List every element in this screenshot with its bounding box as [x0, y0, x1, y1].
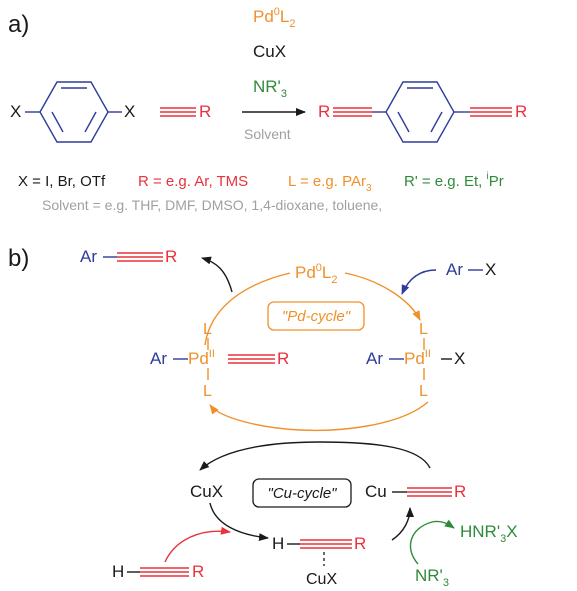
legend-r: R = e.g. Ar, TMS — [138, 173, 248, 190]
cu-cycle-label: "Cu-cycle" — [268, 485, 338, 502]
legend-l: L = e.g. PAr3 — [288, 173, 372, 194]
terminal-alkyne-r: R — [192, 562, 204, 581]
reductive-elimination-arrow — [201, 256, 233, 293]
pi-complex-alkyne — [300, 539, 352, 549]
substrate-x-left: X — [10, 102, 21, 121]
alkyne-reagent — [160, 107, 196, 117]
pi-complex-h: H — [272, 534, 284, 553]
ammonium-salt: HNR'3X — [460, 522, 518, 545]
pd-right-l-bottom: L — [419, 383, 428, 400]
pd0-complex: Pd0L2 — [295, 262, 338, 286]
product-alkyne-left — [333, 107, 372, 117]
pi-complex-r: R — [354, 534, 366, 553]
product-r-left: R — [318, 102, 330, 121]
reagent-solvent: Solvent — [244, 126, 291, 142]
cu-acetylide-r: R — [454, 482, 466, 501]
product-alkyne-right — [470, 107, 512, 117]
cu-acetylide-cu: Cu — [365, 482, 387, 501]
benzene-ring-product — [385, 81, 455, 143]
pi-complex-cux: CuX — [306, 571, 337, 588]
solvent-line: Solvent = e.g. THF, DMF, DMSO, 1,4-dioxa… — [42, 197, 382, 213]
pd-left-r: R — [277, 349, 289, 368]
arx-x: X — [485, 260, 496, 279]
cu-cycle-arc-bottom — [391, 507, 414, 541]
cycle-product-alkyne — [117, 252, 163, 262]
pd-right-ar: Ar — [366, 349, 383, 368]
pd-left-pd: PdII — [188, 348, 215, 368]
part-b-label: b) — [8, 245, 29, 272]
pd-right-x: X — [454, 349, 465, 368]
legend-r-prime: R' = e.g. Et, iPr — [404, 171, 504, 190]
pd-cycle-box — [267, 301, 365, 331]
terminal-alkyne-h: H — [112, 562, 124, 581]
pd-right-pd: PdII — [404, 348, 431, 368]
cux-to-pi-arrow — [209, 502, 269, 542]
base-amine: NR'3 — [415, 566, 449, 589]
pd-cycle-label: "Pd-cycle" — [282, 308, 351, 325]
cu-cycle-box — [252, 478, 352, 508]
terminal-alkyne-bond — [140, 567, 189, 577]
pd-right-l-top: L — [419, 321, 428, 338]
pd-left-l-top: L — [203, 321, 212, 338]
reagent-pd-catalyst: Pd0L2 — [253, 6, 296, 30]
benzene-ring-left — [39, 81, 109, 143]
part-a-label: a) — [8, 11, 29, 38]
pd-left-l-bottom: L — [203, 383, 212, 400]
pd-left-ar: Ar — [150, 349, 167, 368]
cycle-product-ar: Ar — [80, 247, 97, 266]
substrate-x-right: X — [124, 102, 135, 121]
arx-ar: Ar — [446, 260, 463, 279]
alkyne-r: R — [199, 102, 211, 121]
alkyne-coordination-arrow — [164, 526, 231, 563]
cu-cycle-cux: CuX — [190, 482, 223, 501]
pd-cycle-arc-top-left — [204, 272, 291, 346]
arx-addition-arrow — [401, 269, 437, 295]
reagent-base: NR'3 — [253, 77, 287, 100]
pd-left-alkyne — [228, 354, 275, 364]
pd-cycle-arc-top-right — [344, 272, 421, 321]
cu-acetylide-alkyne — [407, 487, 452, 497]
legend-x: X = I, Br, OTf — [18, 173, 106, 190]
pd-cycle-arc-bottom — [209, 401, 429, 432]
cu-cycle-arc-top — [199, 441, 431, 471]
reagent-cu: CuX — [253, 42, 286, 61]
cycle-product-r: R — [165, 247, 177, 266]
product-r-right: R — [515, 102, 527, 121]
deprotonation-arrow — [409, 519, 455, 565]
